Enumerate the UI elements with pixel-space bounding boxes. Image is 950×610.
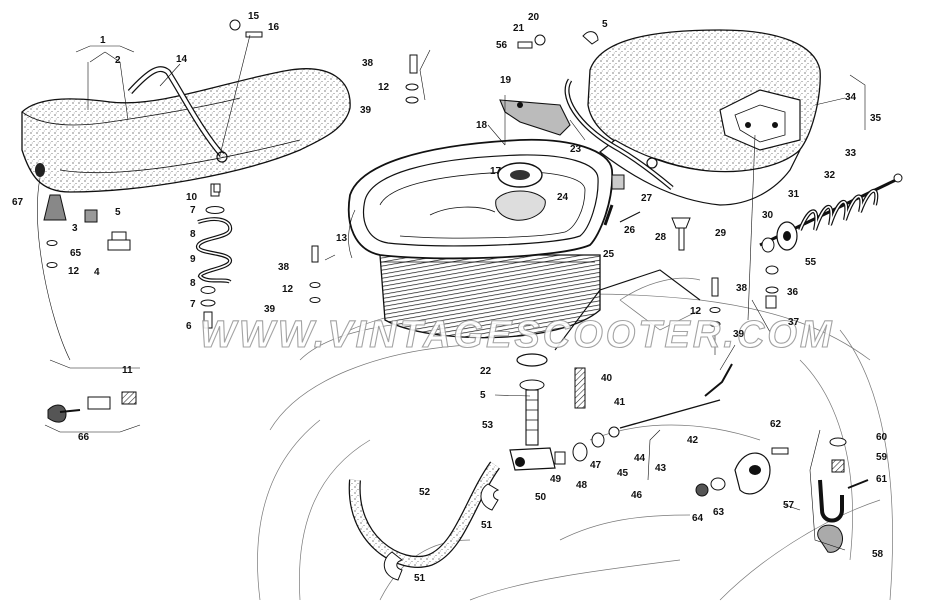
hardware-bits — [43, 19, 869, 553]
fuel-tap-assembly — [348, 269, 733, 581]
spring-stack-left — [196, 183, 233, 329]
part-label: 41 — [614, 397, 626, 408]
part-label: 26 — [624, 225, 636, 236]
part-label: 30 — [762, 210, 774, 221]
part-label: 28 — [655, 232, 667, 243]
part-label: 47 — [590, 460, 602, 471]
part-label: 12 — [378, 82, 390, 93]
part-label: 15 — [248, 11, 260, 22]
part-label: 52 — [419, 487, 431, 498]
dual-seat — [21, 66, 351, 193]
part-label: 36 — [787, 287, 799, 298]
part-label: 7 — [190, 205, 196, 216]
part-label: 22 — [480, 366, 492, 377]
saddle — [564, 29, 821, 206]
part-label: 65 — [70, 248, 82, 259]
part-label: 11 — [122, 365, 133, 376]
part-label: 37 — [788, 317, 800, 328]
part-label: 12 — [282, 284, 294, 295]
part-label: 67 — [12, 197, 24, 208]
part-label: 27 — [641, 193, 653, 204]
part-label: 39 — [360, 105, 372, 116]
part-label: 51 — [481, 520, 493, 531]
part-label: 1 — [100, 35, 106, 46]
part-labels: 1 2 3 4 5 5 5 6 7 7 8 8 9 10 11 12 12 12… — [12, 11, 888, 584]
part-label: 66 — [78, 432, 90, 443]
part-label: 20 — [528, 12, 540, 23]
part-label: 7 — [190, 299, 196, 310]
part-label: 19 — [500, 75, 512, 86]
part-label: 62 — [770, 419, 782, 430]
part-label: 39 — [733, 329, 745, 340]
part-label: 50 — [535, 492, 547, 503]
spring-stack-right — [759, 173, 903, 253]
part-label: 57 — [783, 500, 795, 511]
part-label: 34 — [845, 92, 857, 103]
part-label: 56 — [496, 40, 508, 51]
part-label: 24 — [557, 192, 569, 203]
frame-outline — [257, 277, 893, 601]
part-label: 9 — [190, 254, 196, 265]
part-label: 59 — [876, 452, 888, 463]
tap-lever — [499, 99, 571, 136]
leader-lines — [37, 34, 866, 551]
part-label: 58 — [872, 549, 884, 560]
part-label: 55 — [805, 257, 817, 268]
part-label: 33 — [845, 148, 857, 159]
part-label: 2 — [115, 55, 121, 66]
part-label: 64 — [692, 513, 704, 524]
part-label: 39 — [264, 304, 276, 315]
part-label: 46 — [631, 490, 643, 501]
part-label: 4 — [94, 267, 100, 278]
part-label: 44 — [634, 453, 646, 464]
part-label: 53 — [482, 420, 494, 431]
part-label: 8 — [190, 229, 196, 240]
part-label: 40 — [601, 373, 613, 384]
part-label: 25 — [603, 249, 615, 260]
part-label: 43 — [655, 463, 667, 474]
part-label: 17 — [490, 166, 502, 177]
part-label: 14 — [176, 54, 188, 65]
part-label: 42 — [687, 435, 699, 446]
part-label: 3 — [72, 223, 78, 234]
part-label: 61 — [876, 474, 888, 485]
part-label: 18 — [476, 120, 488, 131]
part-label: 5 — [480, 390, 486, 401]
fuel-tank — [347, 138, 614, 339]
part-label: 38 — [278, 262, 290, 273]
part-label: 6 — [186, 321, 192, 332]
part-label: 21 — [513, 23, 525, 34]
part-label: 63 — [713, 507, 725, 518]
part-label: 51 — [414, 573, 426, 584]
part-label: 49 — [550, 474, 562, 485]
part-label: 48 — [576, 480, 588, 491]
part-label: 60 — [876, 432, 888, 443]
part-label: 8 — [190, 278, 196, 289]
part-label: 12 — [68, 266, 80, 277]
part-label: 38 — [736, 283, 748, 294]
part-label: 23 — [570, 144, 582, 155]
part-label: 13 — [336, 233, 348, 244]
part-label: 12 — [690, 306, 702, 317]
part-label: 10 — [186, 192, 198, 203]
part-label: 16 — [268, 22, 280, 33]
part-label: 45 — [617, 468, 629, 479]
part-label: 31 — [788, 189, 800, 200]
watermark: WWW.VINTAGESCOOTER.COM — [200, 314, 835, 356]
part-label: 5 — [602, 19, 608, 30]
part-label: 32 — [824, 170, 836, 181]
part-label: 29 — [715, 228, 727, 239]
part-label: 35 — [870, 113, 882, 124]
part-label: 5 — [115, 207, 121, 218]
part-label: 38 — [362, 58, 374, 69]
